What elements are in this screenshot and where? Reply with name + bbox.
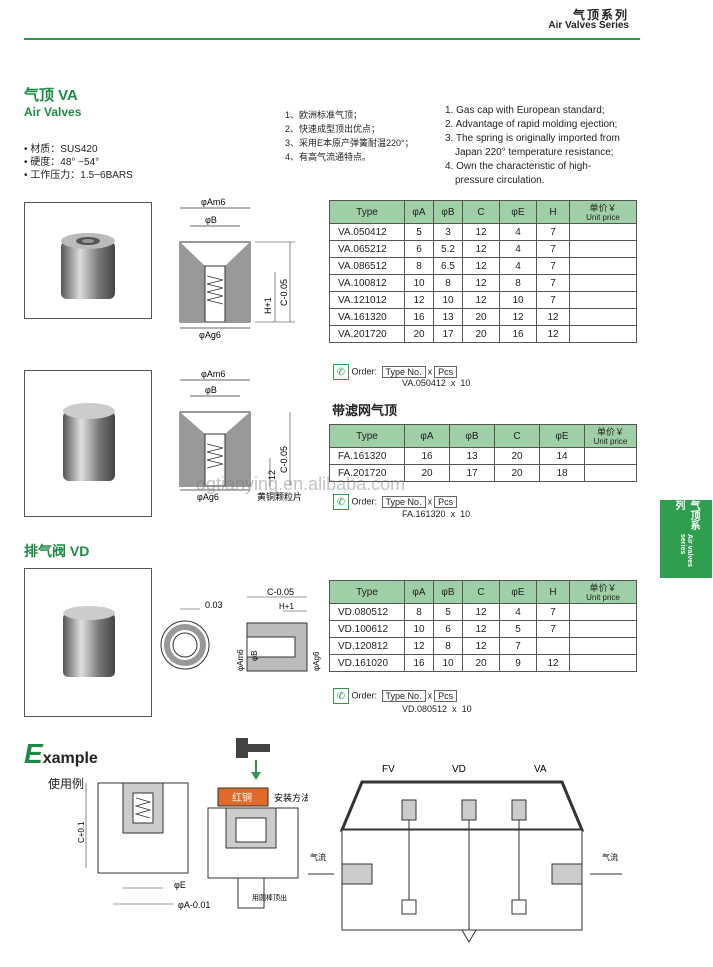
vd-order-example: VD.080512 x 10 [402,704,472,714]
vd-cylinder-image [63,606,115,677]
dim-phi-a-m6: φAm6 [201,197,225,207]
va-features-cn: 1、欧洲标准气顶； 2、快速成型顶出优点； 3、采用E本原产弹簧耐温220°； … [285,110,414,162]
vd-product-photo [24,568,152,717]
va-product-photo [24,202,152,319]
dim-gap: 0.03 [205,600,223,610]
svg-text:φB: φB [205,385,217,395]
svg-text:VA: VA [534,764,547,775]
spec-material: • 材质：SUS420 [24,144,98,155]
svg-text:φAg6: φAg6 [197,492,219,502]
svg-text:φAm6: φAm6 [236,649,245,671]
va-order-example: VA.050412 x 10 [402,378,471,388]
watermark: dgtianying.en.alibaba.com [196,474,406,494]
header-title-cn: 气顶系列 [572,8,629,22]
vd-spec-table: Type φA φB C φE H 单价￥Unit price VD.08051… [329,580,637,672]
svg-text:C-0.05: C-0.05 [267,587,294,597]
svg-text:气流: 气流 [310,852,326,862]
side-tab-cn: 气顶系列 [673,500,699,530]
col-price: 单价￥Unit price [569,200,637,224]
phone-icon: ✆ [333,688,349,704]
fa-product-photo [24,370,152,517]
side-tab: 气顶系列 Air valves series [660,500,712,578]
svg-text:VD: VD [452,764,466,775]
svg-text:安装方法: 安装方法 [274,792,308,803]
example-assembly-drawing: FV VD VA 气流 气流 [308,764,622,943]
va-specs: • 材质：SUS420 • 硬度：48° ~54° • 工作压力：1.5~6BA… [24,143,133,182]
col-type: Type [329,200,405,224]
svg-text:C-0.05: C-0.05 [279,446,289,473]
vd-title: 排气阀 VD [24,543,90,559]
va-features-en: 1. Gas cap with European standard; 2. Ad… [445,105,620,186]
svg-text:φAm6: φAm6 [201,369,225,379]
svg-text:红铜: 红铜 [232,791,252,804]
va-cylinder-image [61,233,115,299]
spec-hardness: • 硬度：48° ~54° [24,157,100,168]
svg-text:φB: φB [250,650,259,661]
phone-icon: ✆ [333,494,349,510]
fa-title: 带滤网气顶 [332,403,398,418]
va-technical-drawing: φAm6 φB H+1 C-0.05 φAg6 [179,197,295,340]
example-install-drawing: C+0.1 φE φA-0.01 红铜 安装方法 用圆棒顶出 [78,738,308,910]
svg-text:12: 12 [267,470,277,480]
example-title-cn: 使用例 [48,777,85,791]
svg-text:C+0.1: C+0.1 [78,821,86,843]
svg-text:φE: φE [174,880,186,890]
header-divider [24,38,640,40]
side-tab-en: Air valves series [679,533,693,567]
svg-text:φA-0.01: φA-0.01 [178,900,210,910]
dim-phi-a-g6: φAg6 [199,330,221,340]
copper-block [217,787,269,807]
dim-phi-b: φB [205,215,217,225]
brass-label: 黄铜颗粒片 [257,491,302,502]
svg-text:φAg6: φAg6 [312,651,321,671]
spec-pressure: • 工作压力：1.5~6BARS [24,170,133,181]
svg-text:H+1: H+1 [279,602,294,611]
fa-order-example: FA.161320 x 10 [402,509,471,519]
svg-text:FV: FV [382,764,395,775]
va-spec-table: Type φA φB C φE H 单价￥Unit price VA.05041… [329,200,637,343]
fa-cylinder-image [63,403,115,481]
dim-c: C-0.05 [279,279,289,306]
dim-h: H+1 [263,297,273,314]
vd-technical-drawing: 0.03 C-0.05 H+1 φAm6 φB φAg6 [160,587,321,672]
svg-text:用圆棒顶出: 用圆棒顶出 [252,893,287,902]
example-title: Example [24,738,98,769]
va-title-en: Air Valves [24,105,82,119]
va-title-cn: 气顶 VA [24,87,78,104]
phone-icon: ✆ [333,364,349,380]
header-title-en: Air Valves Series [548,20,629,31]
fa-technical-drawing: φAm6 φB 12 C-0.05 φAg6 黄铜颗粒片 [179,369,302,502]
svg-text:气流: 气流 [602,852,618,862]
